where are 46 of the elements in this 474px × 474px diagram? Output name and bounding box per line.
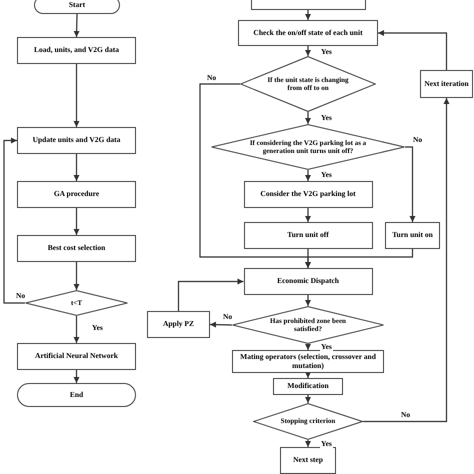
process-box — [244, 268, 372, 295]
arrow — [305, 440, 311, 447]
process-box — [17, 235, 136, 262]
decision-diamond — [232, 306, 384, 344]
arrow — [305, 208, 311, 222]
process-box — [147, 311, 210, 338]
process-box — [17, 343, 136, 370]
process-box — [385, 222, 440, 249]
decision-diamond — [25, 290, 128, 316]
arrow — [74, 262, 80, 290]
arrow — [74, 64, 80, 127]
arrow — [74, 208, 80, 235]
process-box — [238, 20, 378, 46]
arrow — [305, 372, 311, 378]
arrow — [74, 370, 80, 383]
arrow — [178, 278, 244, 311]
process-box — [17, 181, 136, 208]
process-box — [273, 378, 343, 395]
arrow — [210, 322, 232, 328]
arrow — [305, 170, 311, 181]
process-box — [244, 222, 372, 249]
process-box — [244, 181, 372, 208]
decision-diamond — [253, 403, 363, 440]
decision-diamond — [211, 124, 405, 170]
process-box — [232, 350, 384, 373]
arrow — [305, 395, 311, 403]
arrow — [305, 46, 311, 56]
process-box — [17, 37, 136, 64]
arrow — [305, 10, 311, 20]
decision-diamond — [240, 56, 376, 112]
process-box — [420, 70, 473, 98]
process-box — [280, 447, 336, 474]
arrow — [74, 316, 80, 343]
arrow — [378, 30, 448, 70]
terminal-box — [17, 383, 136, 407]
terminal-box — [34, 0, 120, 14]
arrow — [305, 295, 311, 306]
process-box — [17, 127, 136, 154]
arrow — [305, 112, 311, 124]
arrow — [74, 14, 80, 38]
arrow — [305, 344, 311, 350]
arrow — [74, 154, 80, 181]
arrow — [305, 249, 414, 268]
arrow — [363, 98, 450, 422]
arrow — [405, 146, 416, 222]
arrow — [3, 138, 25, 304]
